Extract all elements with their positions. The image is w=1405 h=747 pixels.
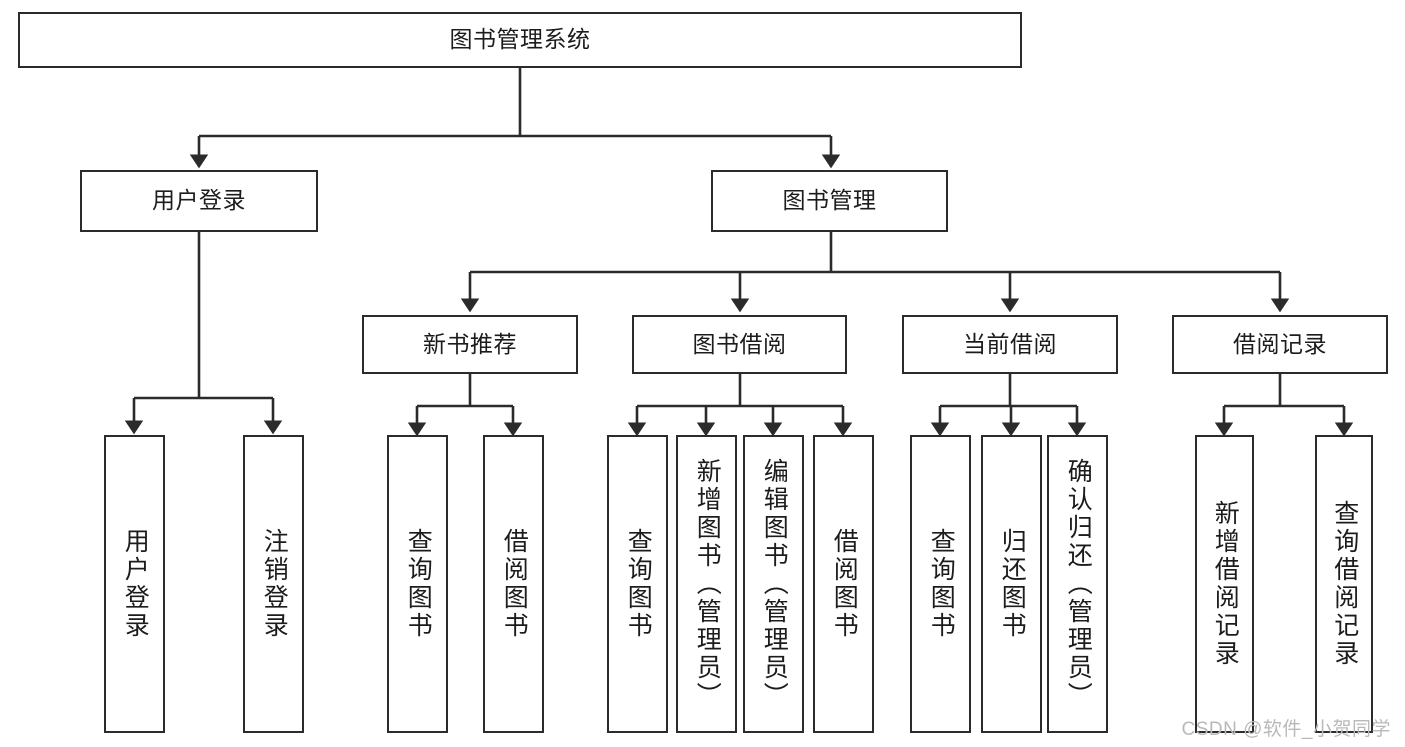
node-borrow-records-label: 借阅记录 bbox=[1233, 330, 1327, 357]
node-book-borrow[interactable]: 图书借阅 bbox=[632, 315, 847, 374]
leaf-borrow-books-borrow[interactable]: 借阅图书 bbox=[813, 435, 874, 733]
leaf-add-book-admin-label: 新增图书（管理员） bbox=[693, 458, 722, 710]
leaf-query-books-newbook[interactable]: 查询图书 bbox=[387, 435, 448, 733]
node-root-label: 图书管理系统 bbox=[449, 26, 591, 53]
leaf-user-login-label: 用户登录 bbox=[121, 528, 150, 640]
node-root[interactable]: 图书管理系统 bbox=[18, 12, 1022, 68]
node-new-book-recommend-label: 新书推荐 bbox=[423, 330, 517, 357]
leaf-query-books-current[interactable]: 查询图书 bbox=[910, 435, 971, 733]
leaf-confirm-return-admin-label: 确认归还（管理员） bbox=[1064, 458, 1093, 710]
node-new-book-recommend[interactable]: 新书推荐 bbox=[362, 315, 578, 374]
leaf-user-login[interactable]: 用户登录 bbox=[104, 435, 165, 733]
leaf-add-book-admin[interactable]: 新增图书（管理员） bbox=[676, 435, 737, 733]
leaf-query-books-borrow[interactable]: 查询图书 bbox=[607, 435, 668, 733]
leaf-borrow-books-borrow-label: 借阅图书 bbox=[830, 528, 859, 640]
leaf-query-borrow-record[interactable]: 查询借阅记录 bbox=[1315, 435, 1373, 733]
node-book-management-label: 图书管理 bbox=[782, 187, 877, 214]
leaf-return-books[interactable]: 归还图书 bbox=[981, 435, 1042, 733]
leaf-edit-book-admin-label: 编辑图书（管理员） bbox=[760, 458, 789, 710]
leaf-logout-label: 注销登录 bbox=[260, 528, 289, 640]
leaf-borrow-books-newbook-label: 借阅图书 bbox=[500, 528, 529, 640]
node-book-borrow-label: 图书借阅 bbox=[692, 330, 787, 357]
leaf-return-books-label: 归还图书 bbox=[998, 528, 1027, 640]
node-current-borrow[interactable]: 当前借阅 bbox=[902, 315, 1118, 374]
node-book-management[interactable]: 图书管理 bbox=[711, 170, 948, 232]
leaf-add-borrow-record-label: 新增借阅记录 bbox=[1211, 500, 1240, 668]
leaf-borrow-books-newbook[interactable]: 借阅图书 bbox=[483, 435, 544, 733]
leaf-add-borrow-record[interactable]: 新增借阅记录 bbox=[1195, 435, 1254, 733]
node-borrow-records[interactable]: 借阅记录 bbox=[1172, 315, 1388, 374]
leaf-confirm-return-admin[interactable]: 确认归还（管理员） bbox=[1047, 435, 1108, 733]
leaf-query-borrow-record-label: 查询借阅记录 bbox=[1330, 500, 1359, 668]
node-user-login-label: 用户登录 bbox=[152, 187, 246, 214]
leaf-logout[interactable]: 注销登录 bbox=[243, 435, 304, 733]
node-current-borrow-label: 当前借阅 bbox=[963, 330, 1057, 357]
node-user-login[interactable]: 用户登录 bbox=[80, 170, 318, 232]
leaf-query-books-current-label: 查询图书 bbox=[927, 528, 956, 640]
leaf-query-books-newbook-label: 查询图书 bbox=[404, 528, 433, 640]
leaf-query-books-borrow-label: 查询图书 bbox=[624, 528, 653, 640]
leaf-edit-book-admin[interactable]: 编辑图书（管理员） bbox=[743, 435, 804, 733]
